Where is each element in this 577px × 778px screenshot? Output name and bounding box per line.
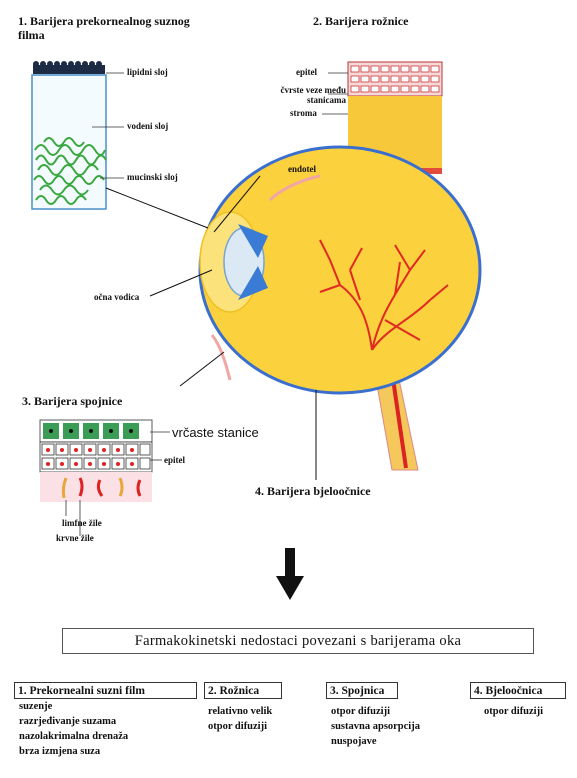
summary-col2-list: relativno velik otpor difuziji xyxy=(208,704,272,734)
goblet-cells-label: vrčaste stanice xyxy=(172,425,259,440)
list-item: sustavna apsorpcija xyxy=(331,719,420,734)
lipid-layer-label: lipidni sloj xyxy=(127,67,168,77)
summary-heading: Farmakokinetski nedostaci povezani s bar… xyxy=(63,629,533,653)
list-item: suzenje xyxy=(19,699,128,714)
tear-film-diagram xyxy=(32,61,124,209)
aqueous-humor-label: očna vodica xyxy=(94,292,139,302)
blood-vessels-label: krvne žile xyxy=(56,533,94,543)
list-item: nazolakrimalna drenaža xyxy=(19,729,128,744)
summary-col2-title: 2. Rožnica xyxy=(204,682,282,699)
summary-heading-box: Farmakokinetski nedostaci povezani s bar… xyxy=(62,628,534,654)
list-item: otpor difuziji xyxy=(331,704,420,719)
cornea-endothelium-label: endotel xyxy=(288,164,316,174)
lymph-vessels-label: limfne žile xyxy=(62,518,102,528)
cornea-title: 2. Barijera rožnice xyxy=(313,14,408,28)
aqueous-layer-label: vodeni sloj xyxy=(127,121,168,131)
mucin-layer-label: mucinski sloj xyxy=(127,172,178,182)
summary-col4-title: 4. Bjeloočnica xyxy=(470,682,566,699)
summary-col4-list: otpor difuziji xyxy=(484,704,543,719)
list-item: razrjeđivanje suzama xyxy=(19,714,128,729)
tear-film-title: 1. Barijera prekornealnog suznog filma xyxy=(18,14,218,42)
cornea-tight-junctions-label: čvrste veze među stanicama xyxy=(254,85,346,105)
eye-globe xyxy=(200,147,480,470)
summary-col3-list: otpor difuziji sustavna apsorpcija nuspo… xyxy=(331,704,420,749)
list-item: relativno velik xyxy=(208,704,272,719)
down-arrow-icon xyxy=(276,548,304,600)
list-item: brza izmjena suza xyxy=(19,744,128,759)
conjunctiva-title: 3. Barijera spojnice xyxy=(22,394,122,408)
conjunctiva-diagram xyxy=(40,420,170,536)
list-item: otpor difuziji xyxy=(208,719,272,734)
conjunctiva-epithelium-label: epitel xyxy=(164,455,185,465)
cornea-stroma-label: stroma xyxy=(290,108,317,118)
list-item: otpor difuziji xyxy=(484,704,543,719)
summary-col1-list: suzenje razrjeđivanje suzama nazolakrima… xyxy=(19,699,128,759)
sclera-title: 4. Barijera bjeloočnice xyxy=(255,484,371,498)
summary-col3-title: 3. Spojnica xyxy=(326,682,398,699)
cornea-epithelium-label: epitel xyxy=(296,67,317,77)
summary-col1-title: 1. Prekornealni suzni film xyxy=(14,682,197,699)
list-item: nuspojave xyxy=(331,734,420,749)
